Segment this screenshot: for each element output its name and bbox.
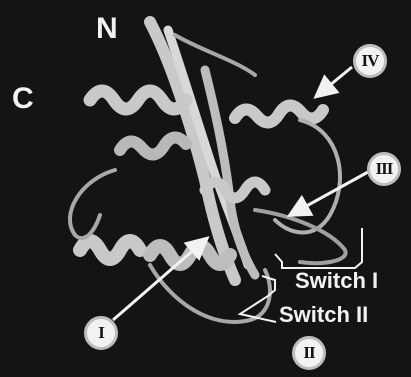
c-terminus-label: C bbox=[12, 84, 34, 114]
helix-right bbox=[235, 105, 323, 122]
arrow-iv bbox=[318, 67, 352, 95]
arrow-iii bbox=[292, 172, 368, 214]
helix-top bbox=[90, 91, 186, 109]
marker-iii: III bbox=[367, 152, 401, 186]
marker-ii: II bbox=[292, 336, 326, 370]
n-terminus-label: N bbox=[96, 14, 118, 44]
helix-mid bbox=[120, 137, 186, 154]
loop-switch1 bbox=[255, 210, 346, 263]
helix-left bbox=[80, 241, 140, 259]
loop-left bbox=[70, 170, 115, 238]
marker-iv: IV bbox=[353, 44, 387, 78]
switch-2-label: Switch II bbox=[279, 304, 368, 326]
loop-top bbox=[175, 35, 255, 75]
marker-i: I bbox=[84, 316, 118, 350]
switch-1-label: Switch I bbox=[295, 270, 378, 292]
